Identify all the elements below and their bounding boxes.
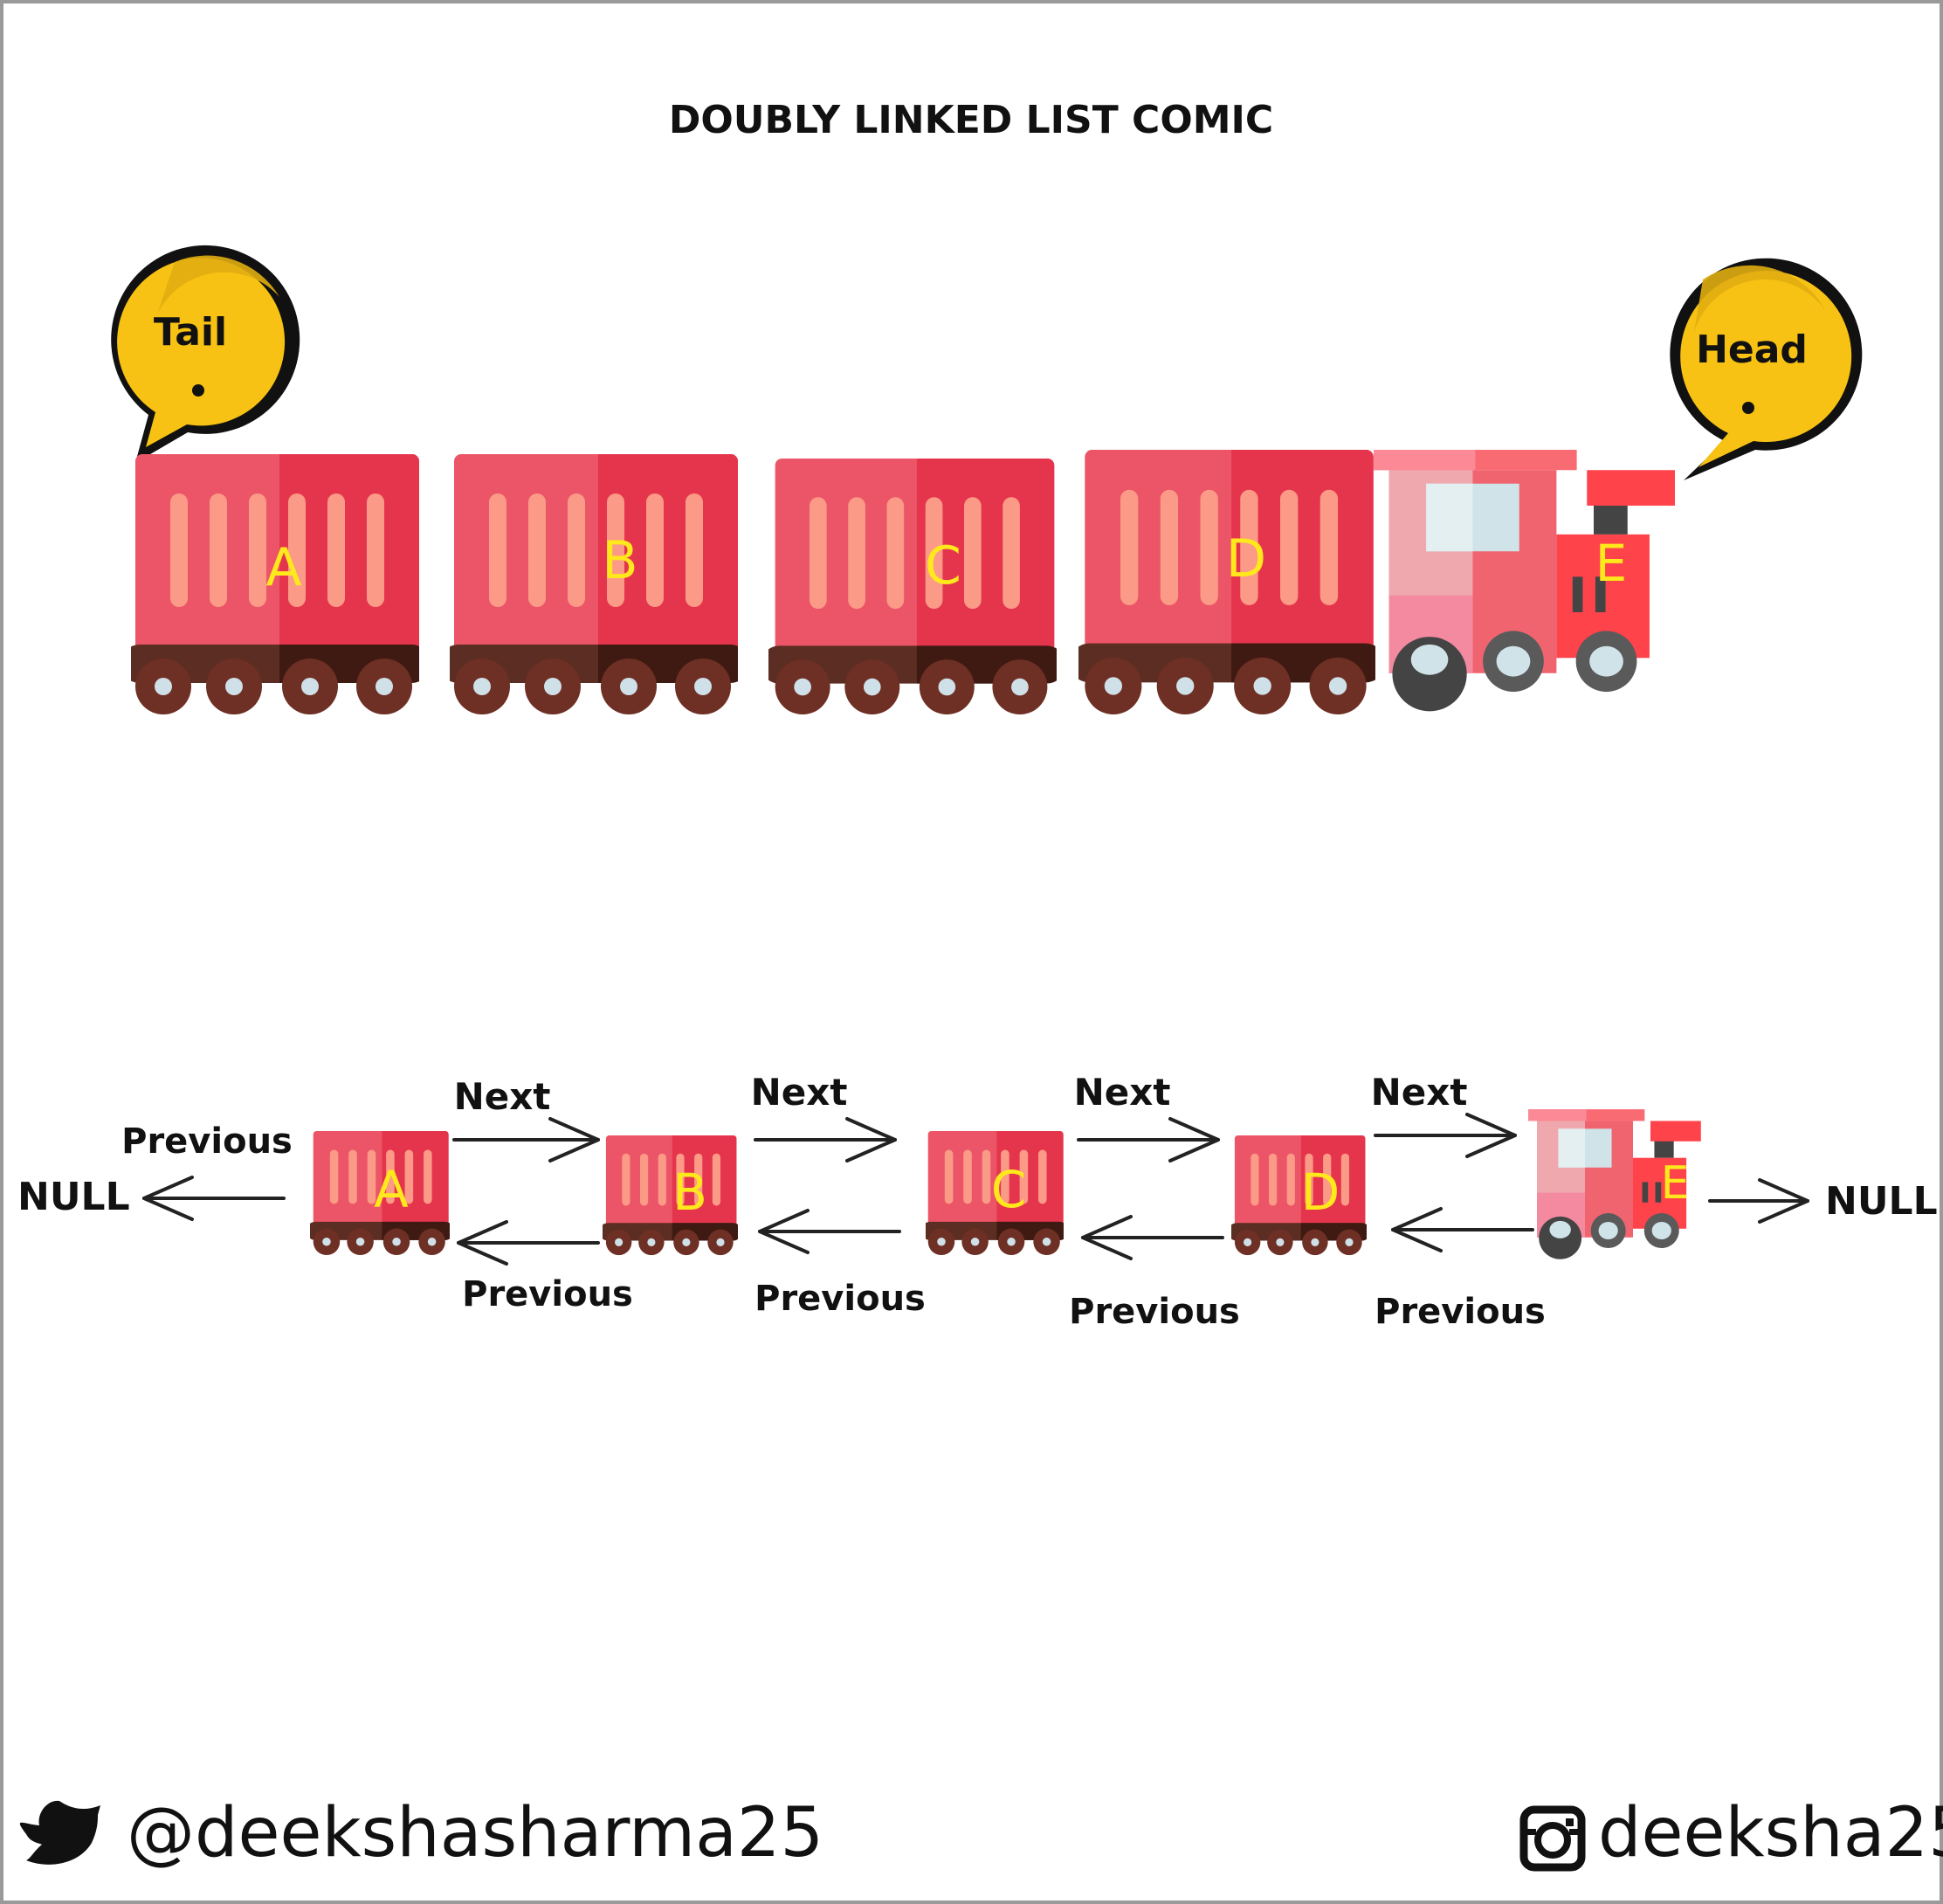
previous-label-e-d: Previous [1375,1292,1546,1332]
head-label: Head [1696,328,1808,372]
node-label-a: A [265,537,301,598]
node-label-c: C [925,535,961,597]
previous-arrow-b-a [457,1220,600,1266]
node-label-b-small: B [672,1162,707,1222]
null-label-left: NULL [17,1175,130,1219]
next-arrow-c-d [1077,1117,1220,1162]
instagram-camera-icon[interactable] [1519,1805,1586,1872]
node-car-d: D [1078,450,1375,714]
node-car-c: C [768,459,1057,715]
previous-arrow-c-b [758,1209,901,1254]
node-label-a-small: A [374,1160,409,1219]
node-car-b-small: B [603,1135,738,1256]
node-label-d: D [1226,528,1266,590]
next-label-b-c: Next [751,1071,848,1114]
next-arrow-a-b [452,1117,600,1162]
next-label-a-b: Next [454,1075,551,1118]
footer: @deekshasharma25 deeksha25 [19,1794,1943,1873]
top-train: Tail Head A B C D E [111,245,1863,715]
previous-arrow-d-c [1081,1215,1224,1260]
node-car-a: A [131,454,419,714]
twitter-bird-icon[interactable] [19,1800,100,1865]
previous-arrow-e-d [1391,1207,1534,1252]
node-label-d-small: D [1301,1162,1340,1222]
node-engine-e: E [1374,450,1675,712]
previous-label-a-null: Previous [121,1121,293,1162]
previous-arrow-a-null [142,1176,286,1221]
previous-label-d-c: Previous [1069,1292,1240,1332]
next-arrow-b-c [754,1117,897,1162]
twitter-handle[interactable]: @deekshasharma25 [127,1794,823,1873]
node-car-d-small: D [1231,1135,1367,1256]
node-engine-e-small: E [1528,1109,1701,1259]
node-car-b: B [450,454,738,714]
head-speech-bubble: Head [1670,258,1863,480]
node-label-b: B [602,530,637,591]
tail-speech-bubble: Tail [111,245,300,463]
node-label-e-small: E [1661,1157,1690,1210]
next-label-d-e: Next [1371,1071,1468,1114]
null-label-right: NULL [1825,1179,1938,1224]
previous-label-c-b: Previous [754,1279,926,1319]
instagram-handle[interactable]: deeksha25 [1598,1794,1943,1873]
pointer-arrows [142,1113,1809,1266]
next-arrow-d-e [1374,1113,1517,1158]
page-title: DOUBLY LINKED LIST COMIC [669,98,1273,142]
next-label-c-d: Next [1074,1071,1171,1114]
doubly-linked-list-diagram: A B C D E NULL NULL Next Next Next Next … [17,1071,1938,1332]
previous-label-b-a: Previous [462,1274,633,1314]
node-label-e: E [1595,534,1628,593]
node-car-a-small: A [310,1131,450,1256]
tail-label: Tail [154,310,227,355]
null-arrow-right [1708,1178,1809,1224]
node-car-c-small: C [926,1131,1064,1256]
node-label-c-small: C [991,1160,1027,1219]
